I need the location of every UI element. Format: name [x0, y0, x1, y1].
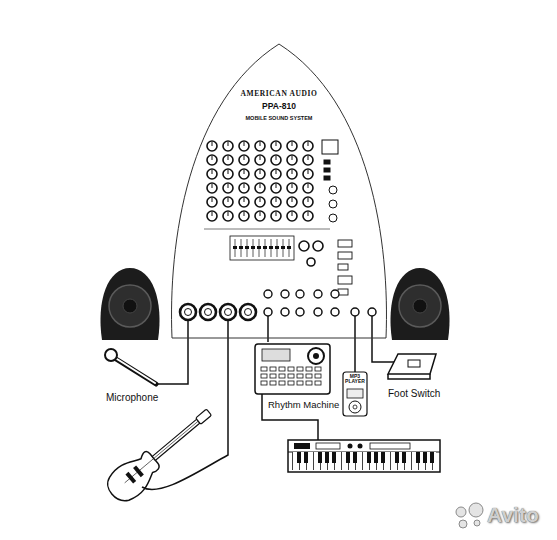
device-label: Rhythm Machine [268, 400, 339, 411]
jack-stubs [188, 316, 372, 339]
foot-switch-drawing [380, 354, 436, 379]
watermark-text: Avito [487, 503, 539, 527]
knob-grid [204, 139, 316, 223]
eq-sliders [232, 238, 292, 258]
master-knobs [299, 241, 323, 266]
label-strip [204, 229, 330, 230]
rhythm-machine-drawing [255, 344, 330, 394]
mixer-panel: AMERICAN AUDIO PPA-810MOBILE SOUND SYSTEM [168, 42, 390, 339]
mp3-player-device: MP3 PLAYER [342, 372, 368, 416]
small-knob-row [264, 290, 339, 298]
microphone-drawing [105, 349, 166, 384]
cable-connector [354, 339, 356, 372]
cable-connector [267, 339, 269, 342]
device-label: Microphone [106, 392, 158, 404]
panel-outline [168, 42, 390, 339]
right-speaker [390, 268, 449, 340]
eq-frame [230, 236, 294, 260]
left-speaker [100, 268, 159, 340]
guitar-drawing [101, 400, 220, 508]
switch-column [338, 240, 352, 295]
product-subtitle: MOBILE SOUND SYSTEM [168, 115, 390, 121]
rhythm-machine-device: Rhythm Machine [254, 342, 343, 412]
mp3-player-drawing [343, 372, 367, 416]
guitar-cable [142, 320, 228, 489]
xlr-jacks [180, 304, 256, 320]
cable-connector [166, 339, 188, 384]
model-name: PPA-810 [168, 102, 390, 112]
cable-connector [372, 339, 380, 362]
foot-switch-device: Foot Switch [380, 348, 444, 400]
meter-section [322, 140, 338, 222]
watermark-logo [456, 503, 483, 528]
line-jacks [264, 308, 376, 316]
keyboard-drawing [288, 440, 440, 472]
device-label: Foot Switch [388, 388, 440, 400]
device-label: MP3 PLAYER [342, 374, 368, 385]
panel-outline-path [172, 44, 387, 338]
microphone-device: Microphone [104, 344, 166, 404]
brand-logo: AMERICAN AUDIO [168, 90, 390, 99]
